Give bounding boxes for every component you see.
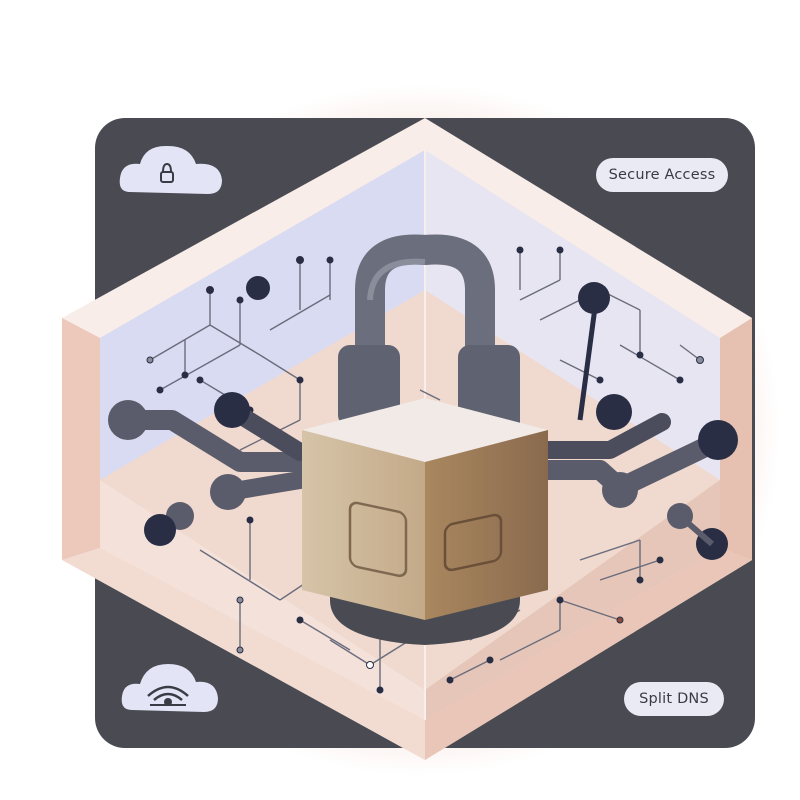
circuit-node — [696, 356, 704, 364]
circuit-trace — [619, 344, 681, 381]
secure-access-label: Secure Access — [608, 167, 716, 183]
circuit-node — [296, 376, 304, 384]
right-wall — [425, 150, 720, 480]
circuit-trace — [519, 279, 561, 301]
circuit-node — [636, 351, 644, 359]
cloud-lock-icon — [119, 145, 222, 194]
circuit-node — [366, 661, 374, 669]
hex-bottom-left-band — [62, 548, 425, 760]
circuit-node — [556, 246, 564, 254]
circuit-node — [196, 376, 204, 384]
circuit-node — [556, 596, 564, 604]
circuit-node — [656, 556, 664, 564]
circuit-node — [636, 576, 644, 584]
circuit-trace — [299, 619, 351, 651]
circuit-trace — [499, 629, 561, 661]
circuit-node — [616, 616, 624, 624]
right-connectors — [538, 282, 738, 560]
circuit-node — [516, 246, 524, 254]
circuit-trace — [269, 294, 331, 331]
secure-access-badge: Secure Access — [596, 158, 728, 192]
circuit-node — [296, 616, 304, 624]
circuit-node — [236, 596, 244, 604]
circuit-trace — [369, 639, 411, 666]
circuit-node — [206, 286, 214, 294]
circuit-network — [146, 246, 704, 694]
circuit-node — [376, 686, 384, 694]
circuit-trace — [679, 344, 701, 361]
hex-left-band — [62, 318, 100, 560]
circuit-trace — [559, 599, 621, 621]
circuit-trace — [259, 354, 301, 381]
circuit-node — [486, 656, 494, 664]
circuit-trace — [209, 324, 261, 356]
left-connectors — [108, 276, 310, 546]
hex-bottom-right-band — [425, 548, 752, 760]
floor-right-edge — [425, 480, 720, 720]
floor-left-edge — [100, 480, 425, 720]
cloud-eye-icon — [121, 664, 218, 712]
circuit-trace — [599, 559, 661, 581]
circuit-trace — [559, 359, 601, 381]
circuit-node — [236, 296, 244, 304]
circuit-trace — [159, 344, 241, 391]
circuit-trace — [449, 659, 491, 681]
circuit-node — [676, 376, 684, 384]
circuit-node — [296, 256, 304, 264]
circuit-trace — [419, 389, 441, 401]
circuit-node — [246, 516, 254, 524]
circuit-node — [326, 256, 334, 264]
left-wall — [100, 150, 425, 480]
circuit-node — [146, 356, 154, 364]
circuit-trace — [149, 324, 211, 361]
circuit-trace — [579, 539, 641, 561]
circuit-trace — [329, 639, 371, 666]
circuit-node — [596, 376, 604, 384]
circuit-trace — [199, 549, 281, 601]
circuit-node — [156, 386, 164, 394]
circuit-node — [181, 371, 189, 379]
circuit-node — [446, 676, 454, 684]
split-dns-badge: Split DNS — [624, 682, 724, 716]
circuit-node — [236, 646, 244, 654]
split-dns-label: Split DNS — [639, 691, 709, 707]
padlock-icon — [302, 234, 548, 645]
